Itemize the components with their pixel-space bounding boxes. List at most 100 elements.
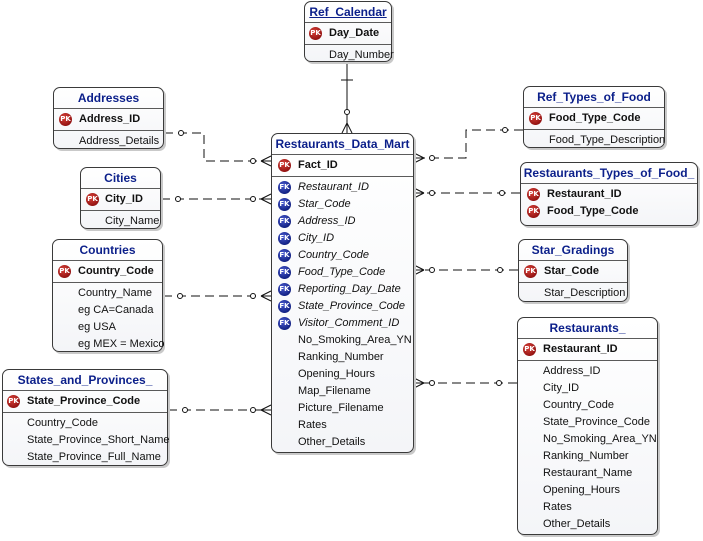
column-name: Other_Details (543, 518, 611, 530)
pk-icon: PK (527, 205, 540, 218)
pk-icon: PK (529, 112, 542, 125)
optional-marker (429, 190, 435, 196)
pk-column-row: PK Star_Code (519, 263, 627, 280)
pk-icon: PK (523, 343, 536, 356)
fk-column-row: FK State_Province_Code (272, 298, 413, 315)
pk-column-row: PK Day_Date (305, 25, 391, 42)
optional-marker (429, 267, 435, 273)
column-row: Picture_Filename (272, 400, 413, 417)
entity-restaurants[interactable]: Restaurants_ PK Restaurant_ID Address_ID… (517, 317, 658, 535)
entity-star-gradings[interactable]: Star_Gradings PK Star_Code Star_Descript… (518, 239, 628, 302)
column-row: eg USA (53, 319, 162, 336)
column-row: Rates (518, 499, 657, 516)
fk-icon: FK (278, 215, 291, 228)
column-row: City_Name (81, 213, 160, 230)
pk-icon: PK (527, 188, 540, 201)
entity-title: Star_Gradings (519, 240, 627, 261)
column-row: Country_Code (3, 415, 167, 432)
optional-marker (182, 407, 188, 413)
column-row: Day_Number (305, 47, 394, 64)
column-row: State_Province_Short_Name (3, 432, 169, 449)
optional-marker (502, 127, 508, 133)
column-name: State_Province_Full_Name (27, 451, 161, 463)
column-name: City_ID (105, 193, 143, 205)
column-name: Restaurant_Name (543, 467, 633, 479)
column-row: Country_Code (518, 397, 657, 414)
column-name: eg MEX = Mexico (78, 338, 165, 350)
entity-addresses[interactable]: Addresses PK Address_ID Address_Details (53, 87, 164, 149)
column-name: Food_Type_Code (547, 205, 639, 217)
pk-icon: PK (524, 265, 537, 278)
column-row: Opening_Hours (518, 482, 657, 499)
column-name: Country_Code (543, 399, 614, 411)
pk-column-row: PK Food_Type_Code (521, 203, 697, 220)
column-name: State_Province_Code (27, 395, 141, 407)
column-row: Map_Filename (272, 383, 413, 400)
column-name: City_Name (105, 215, 160, 227)
optional-marker (178, 130, 184, 136)
crows-foot-marker (413, 377, 425, 389)
entity-restaurants-types-of-food[interactable]: Restaurants_Types_of_Food_ PK Restaurant… (520, 162, 698, 226)
column-row: Ranking_Number (272, 349, 413, 366)
fk-icon: FK (278, 317, 291, 330)
column-name: eg USA (78, 321, 116, 333)
entity-title: Addresses (54, 88, 163, 109)
pk-column-row: PK Restaurant_ID (518, 341, 657, 358)
column-name: Country_Code (298, 249, 369, 261)
column-name: Food_Type_Code (549, 112, 641, 124)
fk-icon: FK (278, 300, 291, 313)
optional-marker (496, 380, 502, 386)
entity-ref-calendar[interactable]: Ref_Calendar PK Day_Date Day_Number (304, 1, 394, 64)
optional-marker (499, 190, 505, 196)
column-name: Country_Code (27, 417, 98, 429)
pk-icon: PK (58, 265, 71, 278)
column-name: Reporting_Day_Date (298, 283, 401, 295)
column-name: Ranking_Number (298, 351, 384, 363)
column-name: Other_Details (298, 436, 366, 448)
entity-countries[interactable]: Countries PK Country_Code Country_Name e… (52, 239, 165, 353)
column-row: eg CA=Canada (53, 302, 162, 319)
column-row: State_Province_Code (518, 414, 657, 431)
relationship-foodtypes-mart (414, 129, 523, 159)
crows-foot-marker (260, 193, 272, 205)
column-row: Ranking_Number (518, 448, 657, 465)
column-name: Ranking_Number (543, 450, 629, 462)
optional-marker (177, 293, 183, 299)
crows-foot-marker (260, 404, 272, 416)
column-name: State_Province_Code (298, 300, 406, 312)
fk-icon: FK (278, 232, 291, 245)
optional-marker (175, 196, 181, 202)
entity-title: Ref_Calendar (305, 2, 391, 23)
column-name: Rates (543, 501, 572, 513)
entity-title: Countries (53, 240, 162, 261)
column-name: Star_Code (298, 198, 351, 210)
column-row: Food_Type_Description (524, 132, 665, 149)
column-name: Restaurant_ID (298, 181, 369, 193)
crows-foot-marker (341, 122, 353, 134)
pk-icon: PK (7, 395, 20, 408)
column-row: Address_ID (518, 363, 657, 380)
column-name: Address_ID (298, 215, 356, 227)
column-row: City_ID (518, 380, 657, 397)
optional-marker (250, 293, 256, 299)
column-name: Day_Number (329, 49, 394, 61)
fk-icon: FK (278, 198, 291, 211)
crows-foot-marker (260, 155, 272, 167)
column-name: Food_Type_Code (298, 266, 386, 278)
entity-ref-types-of-food[interactable]: Ref_Types_of_Food PK Food_Type_Code Food… (523, 86, 665, 148)
entity-cities[interactable]: Cities PK City_ID City_Name (80, 167, 161, 229)
fk-icon: FK (278, 283, 291, 296)
pk-column-row: PK Restaurant_ID (521, 186, 697, 203)
column-name: Country_Name (78, 287, 152, 299)
column-name: Address_ID (79, 113, 141, 125)
relationship-addresses-mart (164, 132, 271, 162)
crows-foot-marker (413, 264, 425, 276)
column-row: eg MEX = Mexico (53, 336, 165, 353)
entity-states-and-provinces[interactable]: States_and_Provinces_ PK State_Province_… (2, 369, 169, 466)
column-name: No_Smoking_Area_YN (298, 334, 412, 346)
column-name: Map_Filename (298, 385, 371, 397)
